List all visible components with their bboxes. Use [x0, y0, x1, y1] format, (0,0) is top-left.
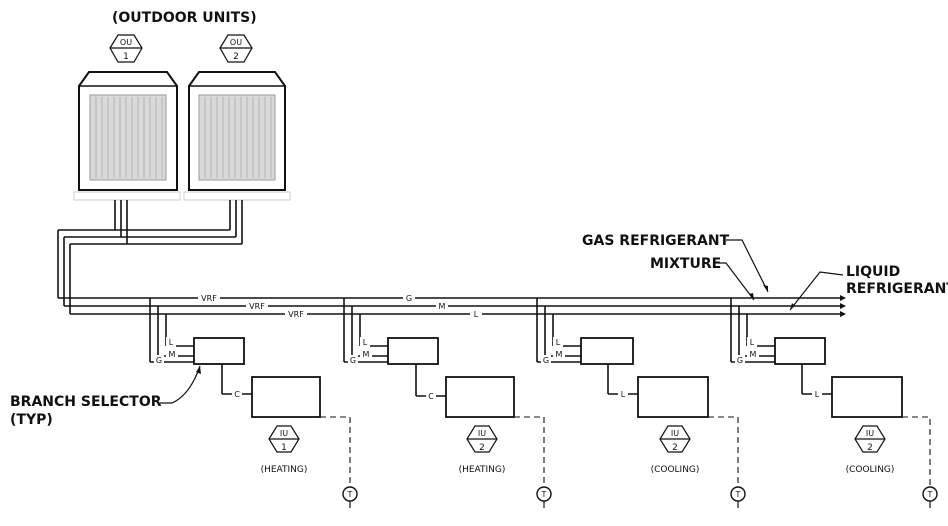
thermostat-1: T	[342, 486, 358, 508]
main-refrigerant-headers	[58, 295, 846, 317]
branch-3-l-conn-label: L	[621, 390, 626, 399]
ou-tag-1-number: 1	[123, 52, 129, 62]
branch-selector-1	[193, 337, 245, 365]
branch-3-g-label: G	[543, 356, 549, 365]
pipe-label-g-header: G	[406, 294, 412, 303]
thermostat-4-label: T	[927, 490, 933, 499]
iu-tag-1: IU 1 (HEATING)	[261, 425, 308, 475]
branch-selector-label: BRANCH SELECTOR	[10, 394, 162, 410]
branch-2: L M G C	[343, 298, 545, 486]
iu-tag-4-number: 2	[867, 443, 873, 453]
branch-2-l-label: L	[363, 338, 368, 347]
ou-tag-1: OU 1	[109, 34, 143, 63]
pipe-label-l-header: L	[474, 310, 479, 319]
iu-mode-4: (COOLING)	[846, 465, 895, 475]
branch-2-m-label: M	[363, 350, 370, 359]
branch-selector-typ-label: (TYP)	[10, 412, 53, 428]
iu-tag-2-label: IU	[478, 429, 486, 438]
branch-4-l-conn-label: L	[815, 390, 820, 399]
iu-tag-3-number: 2	[672, 443, 678, 453]
indoor-unit-3	[637, 376, 709, 418]
ou-tag-1-label: OU	[120, 38, 132, 47]
branch-selector-4	[774, 337, 826, 365]
ou-tag-2-label: OU	[230, 38, 242, 47]
thermostat-4: T	[922, 486, 938, 508]
branch-1: L M G C	[149, 298, 351, 486]
branch-1-c-label: C	[234, 390, 240, 399]
branch-2-c-label: C	[428, 392, 434, 401]
iu-tag-4: IU 2 (COOLING)	[846, 425, 895, 475]
iu-mode-1: (HEATING)	[261, 465, 308, 475]
iu-mode-2: (HEATING)	[459, 465, 506, 475]
iu-tag-4-label: IU	[866, 429, 874, 438]
iu-tag-2-number: 2	[479, 443, 485, 453]
ou-tag-2: OU 2	[219, 34, 253, 63]
branch-selector-2	[387, 337, 439, 365]
branch-3-l-label: L	[556, 338, 561, 347]
branch-4-m-label: M	[750, 350, 757, 359]
outdoor-unit-1	[73, 71, 181, 201]
thermostat-2-label: T	[541, 490, 547, 499]
thermostat-1-label: T	[347, 490, 353, 499]
refrigerant-label: REFRIGERANT	[846, 281, 948, 297]
pipe-label-vrf-2: VRF	[249, 302, 265, 311]
ou-tag-2-number: 2	[233, 52, 239, 62]
pipe-label-vrf-1: VRF	[201, 294, 217, 303]
branch-1-g-label: G	[156, 356, 162, 365]
branch-4-g-label: G	[737, 356, 743, 365]
branch-3-m-label: M	[556, 350, 563, 359]
iu-tag-2: IU 2 (HEATING)	[459, 425, 506, 475]
iu-tag-1-number: 1	[281, 443, 287, 453]
pipe-label-m-header: M	[439, 302, 446, 311]
iu-tag-1-label: IU	[280, 429, 288, 438]
indoor-unit-2	[445, 376, 515, 418]
indoor-unit-4	[831, 376, 903, 418]
iu-tag-3: IU 2 (COOLING)	[651, 425, 700, 475]
mixture-label: MIXTURE	[650, 256, 721, 272]
thermostat-3: T	[730, 486, 746, 508]
thermostat-2: T	[536, 486, 552, 508]
gas-refrigerant-label: GAS REFRIGERANT	[582, 233, 730, 249]
branch-1-m-label: M	[169, 350, 176, 359]
indoor-unit-1	[251, 376, 321, 418]
iu-mode-3: (COOLING)	[651, 465, 700, 475]
branch-2-g-label: G	[350, 356, 356, 365]
pipe-label-vrf-3: VRF	[288, 310, 304, 319]
outdoor-units-label: (OUTDOOR UNITS)	[112, 10, 257, 26]
branch-4: L M G L	[730, 298, 931, 486]
outdoor-unit-piping	[57, 200, 243, 314]
branch-selector-3	[580, 337, 634, 365]
outdoor-unit-2	[183, 71, 291, 201]
liquid-label: LIQUID	[846, 264, 900, 280]
branch-1-l-label: L	[169, 338, 174, 347]
branch-4-l-label: L	[750, 338, 755, 347]
thermostat-3-label: T	[735, 490, 741, 499]
iu-tag-3-label: IU	[671, 429, 679, 438]
branch-3: L M G L	[536, 298, 739, 486]
